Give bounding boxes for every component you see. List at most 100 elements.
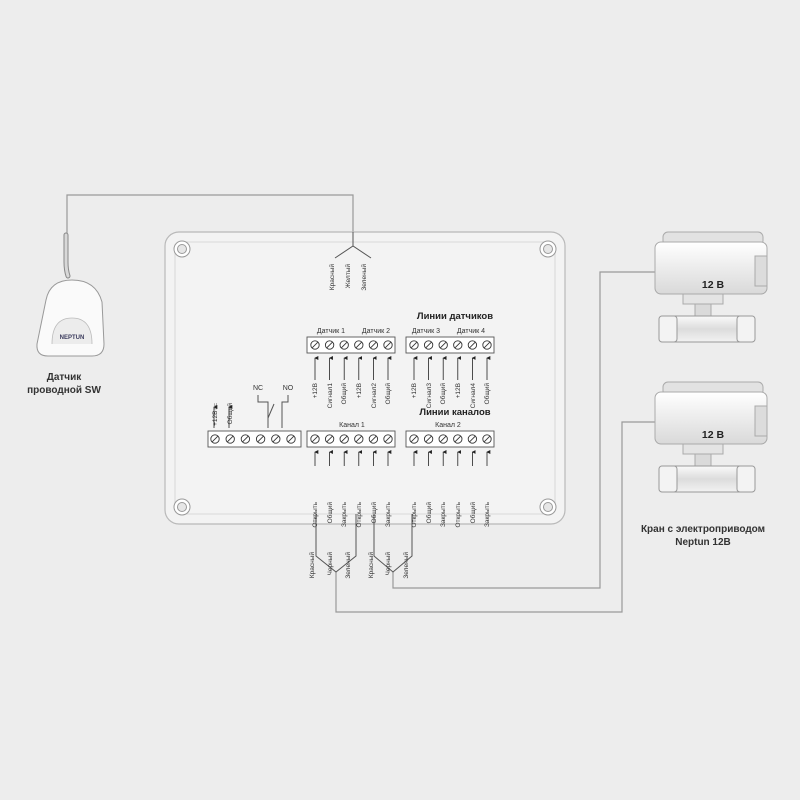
sensor-terminal-label: +12В [312, 383, 319, 398]
terminal-screw-slot [326, 341, 333, 349]
sensor-cable [66, 194, 354, 240]
terminal-screw-slot [227, 435, 234, 443]
motorized-valve-bottom: 12 В [654, 381, 768, 493]
terminal-screw-slot [311, 341, 319, 349]
sensor-terminal-label: Общий [340, 383, 348, 405]
sensor-group-label: Датчик 2 [362, 328, 390, 335]
sensor-terminal-label: +12В [356, 383, 363, 398]
sensor-terminal-label: Общий [483, 383, 491, 405]
channel-terminal-label: Открыть [455, 501, 462, 527]
mount-hole [539, 240, 557, 258]
channel-terminal-label: Закрыть [341, 501, 348, 527]
channel-terminal-label: Общий [425, 502, 433, 524]
sensor-terminal-label: Сигнал2 [371, 383, 378, 409]
sensor-wire-green-label: Зеленый [360, 264, 368, 291]
terminal-screw-slot [370, 435, 377, 443]
valve-caption-line2: Neptun 12В [675, 537, 731, 548]
terminal-screw-slot [483, 435, 491, 443]
terminal-screw-slot [483, 341, 491, 349]
valve-wire-label: Черный [384, 552, 392, 576]
valve-wire-label: Зеленый [402, 552, 410, 579]
channel-terminal-strip-1 [306, 430, 396, 448]
terminal-screw-slot [355, 435, 362, 443]
sensor-lines-title: Линии датчиков [417, 311, 493, 322]
sensor-logo: NEPTUN [60, 335, 85, 341]
terminal-screw-slot [410, 341, 418, 349]
relay-nc-label: NC [253, 385, 263, 392]
power-common-label: Общий [226, 403, 234, 425]
sensor-group-label: Датчик 3 [412, 328, 440, 335]
terminal-screw-slot [257, 435, 264, 443]
sensor-terminal-label: Сигнал1 [327, 383, 334, 409]
terminal-screw-slot [440, 435, 447, 443]
mount-hole [539, 498, 557, 516]
terminal-screw-slot [287, 435, 295, 443]
channel-terminal-label: Общий [469, 502, 477, 524]
terminal-screw-slot [341, 435, 348, 443]
terminal-screw-slot [326, 435, 333, 443]
sensor-terminal-label: Сигнал3 [426, 383, 433, 409]
sensor-terminal-label: Общий [384, 383, 392, 405]
valve-wire-funnel-1 [315, 514, 357, 573]
mount-hole [173, 498, 191, 516]
channel-terminal-label: Закрыть [440, 501, 447, 527]
channel-terminal-label: Общий [370, 502, 378, 524]
terminal-screw-slot [341, 341, 348, 349]
sensor-group-label: Датчик 1 [317, 328, 345, 335]
channel-terminal-label: Закрыть [385, 501, 392, 527]
valve-wire-label: Черный [326, 552, 334, 576]
sensor-caption-line1: Датчик [47, 372, 83, 383]
terminal-screw-slot [469, 435, 476, 443]
terminal-screw-slot [370, 341, 377, 349]
terminal-screw-slot [211, 435, 219, 443]
channel-terminal-label: Общий [326, 502, 334, 524]
sensor-terminal-label: +12В [411, 383, 418, 398]
sensor-terminal-label: Сигнал4 [470, 383, 477, 409]
terminal-screw-slot [454, 341, 461, 349]
terminal-screw-slot [425, 435, 432, 443]
sensor-terminal-label: +12В [455, 383, 462, 398]
channel-lines-title: Линии каналов [419, 407, 490, 418]
terminal-screw-slot [469, 341, 476, 349]
terminal-screw-slot [384, 341, 392, 349]
valve-wire-funnel-2 [373, 514, 413, 573]
channel-terminal-strip-2 [405, 430, 495, 448]
terminal-screw-slot [355, 341, 362, 349]
valve2-cable [335, 421, 665, 613]
valve-wire-label: Красный [308, 552, 316, 579]
channel-terminal-label: Закрыть [484, 501, 491, 527]
terminal-screw-slot [454, 435, 461, 443]
motorized-valve-top: 12 В [654, 231, 768, 343]
relay-no-label: NO [283, 385, 294, 392]
sensor-caption-line2: проводной SW [27, 385, 101, 396]
sensor-wire-yellow-label: Желтый [344, 264, 352, 289]
terminal-screw-slot [384, 435, 392, 443]
mount-hole [173, 240, 191, 258]
channel-terminal-label: Открыть [356, 501, 363, 527]
sensor-terminal-label: Общий [439, 383, 447, 405]
channel-group-label: Канал 2 [435, 422, 461, 429]
valve-wire-label: Красный [367, 552, 375, 579]
sensor-terminal-strip-2 [405, 336, 495, 354]
controller-board [164, 231, 566, 525]
terminal-screw-slot [440, 341, 447, 349]
relay-contact-symbol [257, 395, 289, 428]
terminal-screw-slot [272, 435, 279, 443]
channel-group-label: Канал 1 [339, 422, 365, 429]
valve1-cable [392, 271, 665, 589]
sensor-wire-red-label: Красный [328, 264, 336, 291]
valve-caption-line1: Кран с электроприводом [641, 524, 765, 535]
power-plus-label: +12ВDC [212, 402, 219, 426]
channel-terminal-label: Открыть [411, 501, 418, 527]
terminal-screw-slot [242, 435, 249, 443]
leak-sensor: NEPTUN [36, 232, 105, 357]
valve-bottom-voltage: 12 В [702, 429, 725, 441]
sensor-terminal-strip-1 [306, 336, 396, 354]
sensor-group-label: Датчик 4 [457, 328, 485, 335]
terminal-screw-slot [425, 341, 432, 349]
valve-top-voltage: 12 В [702, 279, 725, 291]
valve-wire-label: Зеленый [344, 552, 352, 579]
terminal-screw-slot [410, 435, 418, 443]
terminal-screw-slot [311, 435, 319, 443]
